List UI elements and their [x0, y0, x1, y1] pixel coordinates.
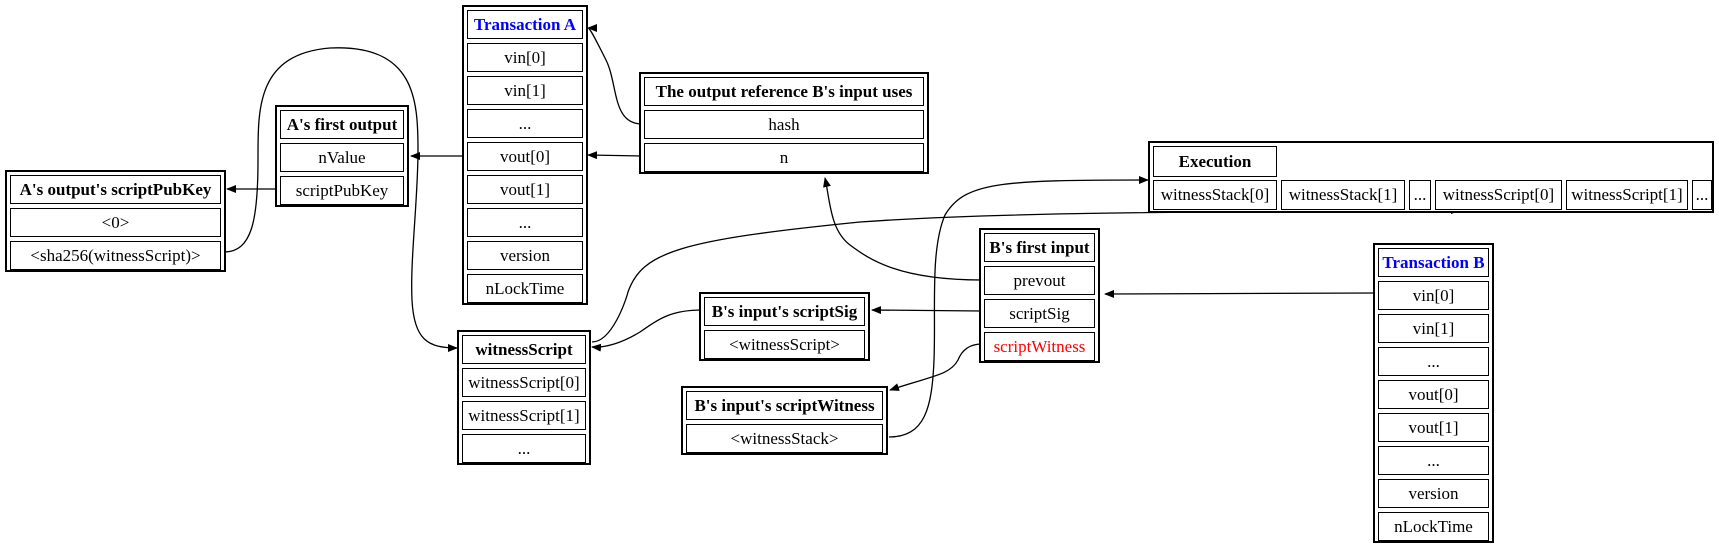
transaction-a-version: version [467, 241, 583, 270]
b-first-input-title: B's first input [984, 233, 1095, 262]
transaction-b-nlocktime: nLockTime [1378, 512, 1489, 541]
transaction-a-ellipsis-2: ... [467, 208, 583, 237]
witness-script-item-1: witnessScript[1] [462, 401, 586, 430]
a-output-scriptpubkey-title: A's output's scriptPubKey [10, 175, 221, 204]
b-scriptwitness-value: <witnessStack> [686, 424, 883, 453]
a-output-scriptpubkey-node: A's output's scriptPubKey <0> <sha256(wi… [5, 170, 226, 272]
transaction-b-vout0: vout[0] [1378, 380, 1489, 409]
execution-ellipsis: ... [1409, 180, 1431, 210]
transaction-a-nlocktime: nLockTime [467, 274, 583, 303]
b-scriptsig-node: B's input's scriptSig <witnessScript> [699, 292, 870, 361]
transaction-b-vout1: vout[1] [1378, 413, 1489, 442]
edge-n-to-vout0 [587, 151, 643, 160]
a-first-output-node: A's first output nValue scriptPubKey [275, 105, 409, 207]
transaction-b-version: version [1378, 479, 1489, 508]
edge-witnessstack-to-execution [888, 176, 1149, 438]
execution-witnessscript-0: witnessScript[0] [1435, 180, 1562, 210]
edge-b-scriptsig-to-witnessscript [591, 309, 703, 352]
transaction-b-node: Transaction B vin[0] vin[1] ... vout[0] … [1373, 243, 1494, 543]
transaction-a-ellipsis: ... [467, 109, 583, 138]
a-output-scriptpubkey-hash: <sha256(witnessScript)> [10, 241, 221, 270]
transaction-b-vin1: vin[1] [1378, 314, 1489, 343]
transaction-b-ellipsis-2: ... [1378, 446, 1489, 475]
transaction-a-node: Transaction A vin[0] vin[1] ... vout[0] … [462, 5, 588, 305]
witness-script-node: witnessScript witnessScript[0] witnessSc… [457, 330, 591, 465]
a-first-output-title: A's first output [280, 110, 404, 139]
witness-script-title: witnessScript [462, 335, 586, 364]
transaction-a-title: Transaction A [467, 10, 583, 39]
b-scriptsig-value: <witnessScript> [704, 330, 865, 359]
witness-script-item-0: witnessScript[0] [462, 368, 586, 397]
execution-witnessstack-0: witnessStack[0] [1153, 180, 1277, 210]
a-first-output-nvalue: nValue [280, 143, 404, 172]
edge-scriptwitness-to-b-scriptwitness [889, 343, 983, 391]
execution-witnessstack-1: witnessStack[1] [1281, 180, 1405, 210]
transaction-a-vout1: vout[1] [467, 175, 583, 204]
transaction-a-vout0: vout[0] [467, 142, 583, 171]
a-output-scriptpubkey-zero: <0> [10, 208, 221, 237]
transaction-b-title: Transaction B [1378, 248, 1489, 277]
execution-node: Execution witnessStack[0] witnessStack[1… [1148, 141, 1714, 213]
transaction-a-vin1: vin[1] [467, 76, 583, 105]
output-reference-n: n [644, 143, 924, 172]
edge-hash-to-transaction-a [587, 24, 643, 125]
witness-script-ellipsis: ... [462, 434, 586, 463]
output-reference-node: The output reference B's input uses hash… [639, 72, 929, 174]
transaction-b-vin0: vin[0] [1378, 281, 1489, 310]
execution-title: Execution [1153, 146, 1277, 177]
transaction-b-ellipsis: ... [1378, 347, 1489, 376]
b-first-input-scriptwitness: scriptWitness [984, 332, 1095, 361]
edge-transaction-b-vin0-to-scriptsig [1104, 289, 1377, 298]
a-first-output-scriptpubkey: scriptPubKey [280, 176, 404, 205]
execution-witnessscript-1: witnessScript[1] [1566, 180, 1688, 210]
transaction-a-vin0: vin[0] [467, 43, 583, 72]
b-scriptwitness-node: B's input's scriptWitness <witnessStack> [681, 386, 888, 455]
b-scriptsig-title: B's input's scriptSig [704, 297, 865, 326]
b-first-input-prevout: prevout [984, 266, 1095, 295]
output-reference-hash: hash [644, 110, 924, 139]
b-first-input-scriptsig: scriptSig [984, 299, 1095, 328]
edge-scriptsig-to-b-scriptsig [871, 306, 983, 315]
b-first-input-node: B's first input prevout scriptSig script… [979, 228, 1100, 363]
output-reference-title: The output reference B's input uses [644, 77, 924, 106]
b-scriptwitness-title: B's input's scriptWitness [686, 391, 883, 420]
execution-ellipsis-2: ... [1692, 180, 1712, 210]
edge-prevout-to-output-reference [823, 177, 983, 281]
edge-sha256-to-witnessscript [223, 47, 458, 352]
